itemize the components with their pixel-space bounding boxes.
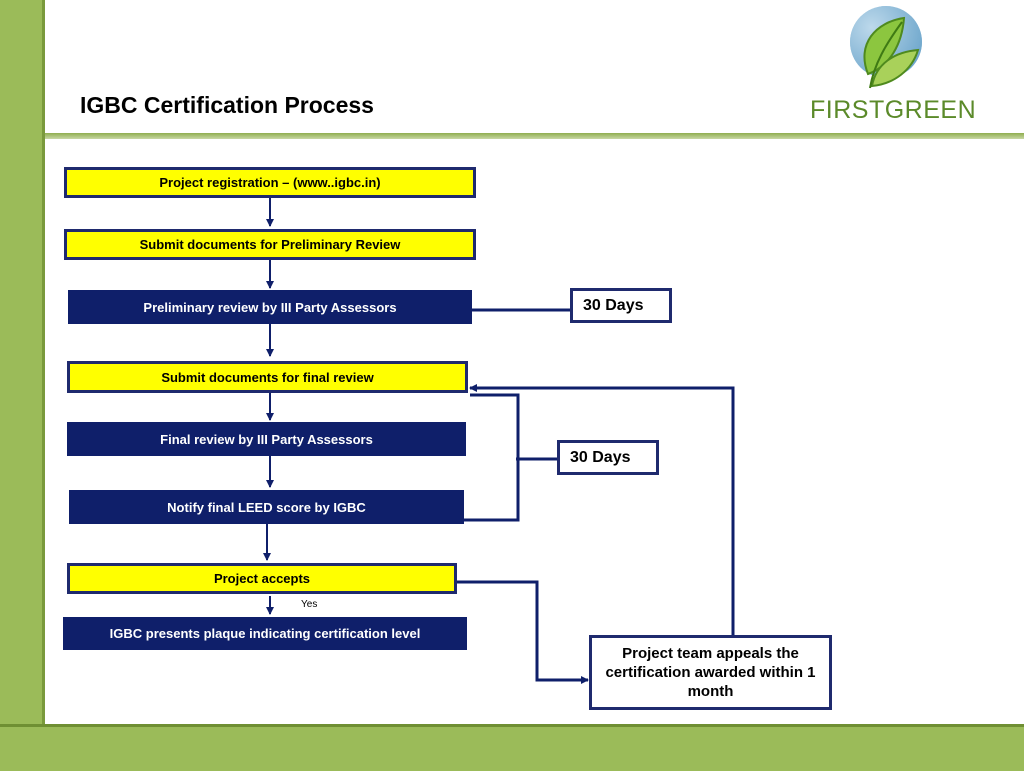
connector-to-appeal (457, 580, 589, 684)
step-plaque: IGBC presents plaque indicating certific… (63, 617, 467, 650)
logo-text: FIRSTGREEN (810, 96, 977, 124)
step-project-accepts: Project accepts (67, 563, 457, 594)
firstgreen-logo: FIRSTGREEN (806, 4, 976, 124)
step-project-registration: Project registration – (www..igbc.in) (64, 167, 476, 198)
step-preliminary-review: Preliminary review by III Party Assessor… (68, 290, 472, 324)
step-final-review: Final review by III Party Assessors (67, 422, 466, 456)
step-submit-preliminary: Submit documents for Preliminary Review (64, 229, 476, 260)
left-accent-bar (0, 0, 45, 726)
bottom-accent-bar (0, 724, 1024, 771)
step-notify-score: Notify final LEED score by IGBC (69, 490, 464, 524)
header-divider (45, 133, 1024, 139)
step-submit-final: Submit documents for final review (67, 361, 468, 393)
appeal-box: Project team appeals the certification a… (589, 635, 832, 710)
days-final-badge: 30 Days (557, 440, 659, 475)
bracket-final-review (464, 393, 520, 522)
days-preliminary-badge: 30 Days (570, 288, 672, 323)
leaf-logo-icon (850, 6, 922, 89)
yes-label: Yes (301, 599, 318, 610)
connector-appeal-back (469, 384, 735, 635)
slide-title: IGBC Certification Process (80, 92, 374, 118)
